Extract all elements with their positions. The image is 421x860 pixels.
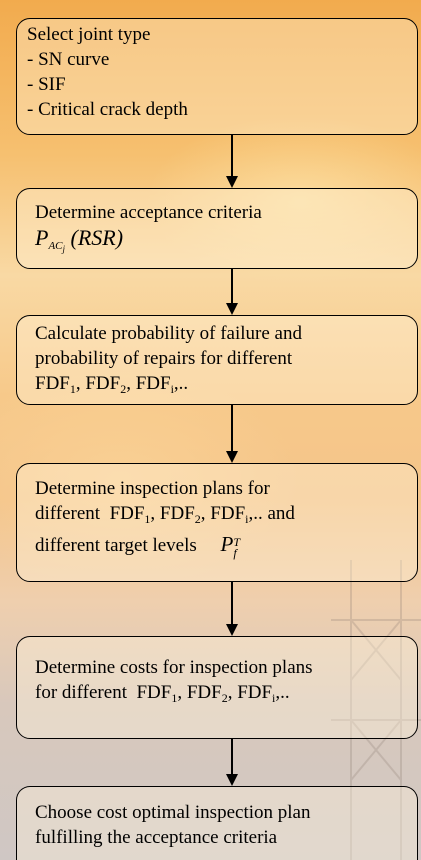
formula-subscript: AC	[48, 240, 63, 252]
step3-fdf-list: FDF1, FDF2, FDFi,..	[35, 373, 189, 396]
step4-line2: different FDF1, FDF2, FDFi,.. and	[35, 503, 295, 526]
arrow-5-to-6	[226, 739, 238, 786]
formula-subsubscript: j	[62, 244, 66, 254]
step-probability-calculation: Calculate probability of failure and pro…	[16, 315, 418, 405]
step5-line1: Determine costs for inspection plans	[35, 657, 313, 678]
formula-argument: (RSR)	[70, 225, 124, 250]
arrow-4-to-5	[226, 582, 238, 636]
step1-item-critical-crack-depth: - Critical crack depth	[27, 99, 188, 120]
arrow-1-to-2	[226, 135, 238, 188]
step6-line2: fulfilling the acceptance criteria	[35, 827, 278, 848]
step-choose-optimal-plan: Choose cost optimal inspection plan fulf…	[16, 786, 418, 860]
step2-title: Determine acceptance criteria	[35, 202, 262, 223]
step1-title: Select joint type	[27, 24, 151, 45]
acceptance-formula: PACj (RSR)	[35, 225, 417, 262]
arrow-2-to-3	[226, 269, 238, 315]
step5-line2: for different FDF1, FDF2, FDFi,..	[35, 682, 290, 705]
formula-symbol: P	[35, 225, 49, 250]
step-select-joint-type: Select joint type - SN curve - SIF - Cri…	[16, 18, 418, 135]
step1-item-sif: - SIF	[27, 74, 66, 95]
step-costs: Determine costs for inspection plans for…	[16, 636, 418, 739]
step3-line1: Calculate probability of failure and	[35, 323, 302, 344]
step1-item-sn-curve: - SN curve	[27, 49, 110, 70]
background-structure-silhouette	[331, 560, 421, 860]
step-inspection-plans: Determine inspection plans for different…	[16, 463, 418, 582]
step3-line2: probability of repairs for different	[35, 348, 293, 369]
step4-line1: Determine inspection plans for	[35, 478, 270, 499]
step6-line1: Choose cost optimal inspection plan	[35, 802, 311, 823]
arrow-3-to-4	[226, 405, 238, 463]
step-acceptance-criteria: Determine acceptance criteria PACj (RSR)	[16, 188, 418, 269]
